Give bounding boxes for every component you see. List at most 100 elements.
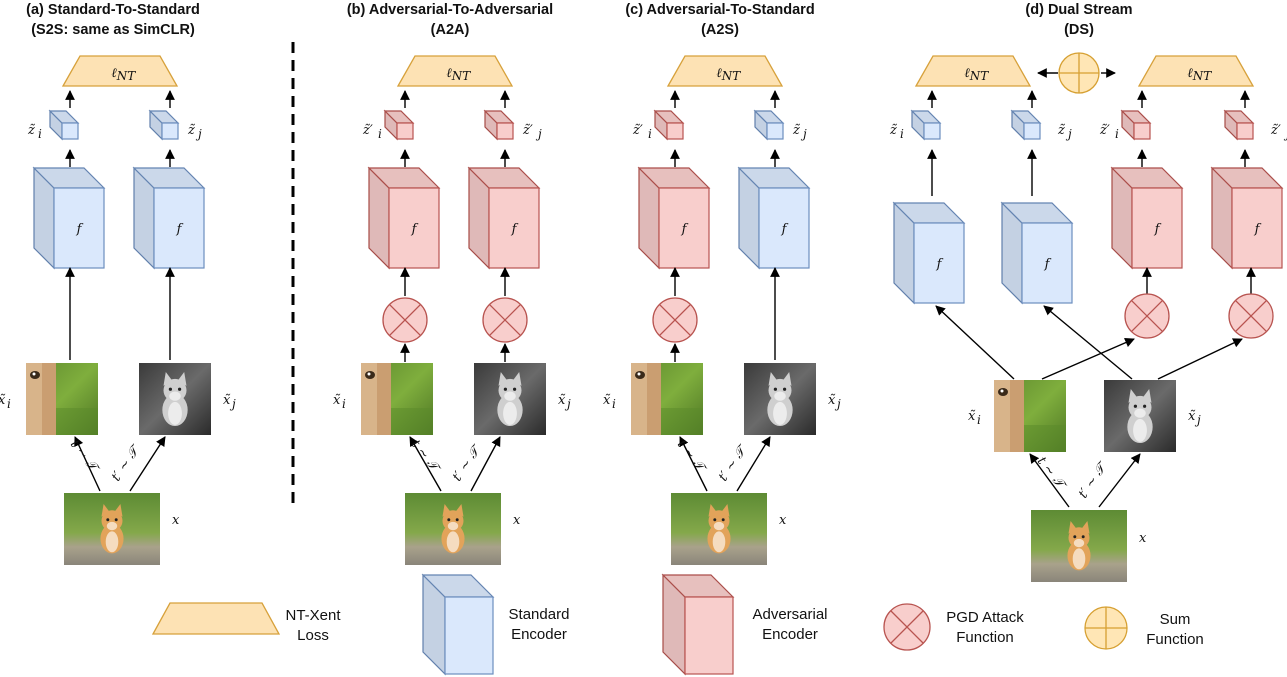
- panel-d-image-xj: [1104, 380, 1176, 452]
- panel-c-pgd-icon-0: [652, 297, 698, 343]
- encoder-f-label: f: [1044, 257, 1052, 272]
- panel-c-zi-label: z̃′i: [632, 123, 652, 141]
- panel-c-arrow-x-xj: [736, 436, 771, 492]
- legend-sum-line1: Sum: [1160, 611, 1191, 628]
- panel-b-zj-label: z̃′j: [522, 123, 542, 141]
- z-symbol: z̃: [27, 123, 35, 138]
- legend-standard-encoder-shape: [421, 573, 495, 676]
- panel-d-zj-label-std: z̃j: [1057, 123, 1072, 141]
- encoder-f-label: f: [1254, 222, 1262, 237]
- t-label: t ∼ 𝒯: [408, 437, 443, 476]
- t-label: t ∼ 𝒯: [67, 437, 102, 476]
- panel-a-xj-label: x̃j: [223, 393, 236, 411]
- encoder-f-label: f: [176, 222, 184, 237]
- t-prime-label: t′ ∼ 𝒯: [1076, 459, 1112, 502]
- z-subscript: j: [800, 127, 807, 141]
- legend-loss-line2: Loss: [297, 627, 329, 644]
- t-label: t ∼ 𝒯: [1034, 454, 1069, 493]
- panel-c-image-x: [671, 493, 767, 565]
- panel-b-x-label: x: [513, 513, 521, 528]
- panel-a-image-xi: [26, 363, 98, 435]
- panel-d-zj-label-adv: z̃′j: [1270, 123, 1287, 141]
- legend-pgd-icon: [883, 603, 931, 651]
- x-symbol: x̃: [1188, 409, 1196, 424]
- panel-a-image-x: [64, 493, 160, 565]
- encoder-f-label: f: [936, 257, 944, 272]
- z-subscript: i: [1115, 127, 1119, 141]
- loss-subscript: NT: [969, 69, 990, 83]
- panel-b-pgd-icon-1: [482, 297, 528, 343]
- legend-loss-line1: NT-Xent: [285, 607, 341, 624]
- legend-pgd-line1: PGD Attack: [946, 609, 1024, 626]
- panel-b-title-line1: (b) Adversarial-To-Adversarial: [347, 2, 553, 18]
- encoder-f-label: f: [1154, 222, 1162, 237]
- panel-b-encoder-i: f: [367, 166, 441, 270]
- loss-symbol: ℓ: [964, 66, 970, 81]
- panel-c-title-line1: (c) Adversarial-To-Standard: [625, 2, 814, 18]
- panel-b-zi-block: [383, 109, 415, 141]
- panel-a-arrow-x-xi: [74, 436, 101, 492]
- panel-d-encoder-adv-i: f: [1110, 166, 1184, 270]
- panel-b-pgd-icon-0: [382, 297, 428, 343]
- panel-d-arrow-xi-pgd: [1041, 338, 1135, 380]
- encoder-f-label: f: [681, 222, 689, 237]
- panel-c-image-xj: [744, 363, 816, 435]
- panel-b-title: (b) Adversarial-To-Adversarial (A2A): [347, 2, 553, 38]
- loss-symbol: ℓ: [446, 66, 452, 81]
- legend-adversarial-encoder-shape: [661, 573, 735, 676]
- panel-a-zj-block: [148, 109, 180, 141]
- panel-d-zi-label-adv: z̃′i: [1099, 123, 1119, 141]
- legend-standard-line2: Encoder: [511, 626, 567, 643]
- panel-d-xi-label: x̃i: [968, 409, 981, 427]
- panel-c-encoder-i: f: [637, 166, 711, 270]
- z-symbol: z̃′: [632, 123, 643, 138]
- t-label: t ∼ 𝒯: [674, 437, 709, 476]
- panel-a-zi-block: [48, 109, 80, 141]
- panel-a-zj-label: z̃j: [187, 123, 202, 141]
- z-subscript: j: [1065, 127, 1072, 141]
- panel-b-xj-label: x̃j: [558, 393, 571, 411]
- panel-d-xj-label: x̃j: [1188, 409, 1201, 427]
- legend-standard-line1: Standard: [509, 606, 570, 623]
- panel-d-arrow-xi-fstd: [935, 305, 1015, 380]
- panel-b-zi-label: z̃′i: [362, 123, 382, 141]
- z-subscript: i: [900, 127, 904, 141]
- panel-d-encoder-adv-j: f: [1210, 166, 1284, 270]
- x-symbol: x̃: [558, 393, 566, 408]
- encoder-f-label: f: [511, 222, 519, 237]
- panel-a-title-line1: (a) Standard-To-Standard: [26, 2, 200, 18]
- x-symbol: x̃: [603, 393, 611, 408]
- t-prime-label: t′ ∼ 𝒯: [716, 442, 752, 485]
- x-subscript: i: [977, 413, 981, 427]
- x-symbol: x̃: [223, 393, 231, 408]
- z-symbol: z̃: [889, 123, 897, 138]
- z-symbol: z̃: [1057, 123, 1065, 138]
- legend-sum-icon: [1084, 606, 1128, 650]
- panel-d-sum-icon: [1058, 52, 1100, 94]
- panel-d-title-line1: (d) Dual Stream: [1025, 2, 1132, 18]
- legend-sum-line2: Function: [1146, 631, 1204, 648]
- z-symbol: z̃: [187, 123, 195, 138]
- x-symbol: x̃: [968, 409, 976, 424]
- panel-a-image-xj: [139, 363, 211, 435]
- panel-a-zi-label: z̃i: [27, 123, 42, 141]
- loss-subscript: NT: [721, 69, 742, 83]
- panel-c-x-label: x: [779, 513, 787, 528]
- t-prime-label: t′ ∼ 𝒯: [450, 442, 486, 485]
- panel-d-zi-label-std: z̃i: [889, 123, 904, 141]
- panel-c-zj-label: z̃j: [792, 123, 807, 141]
- legend-loss-shape: [151, 602, 281, 635]
- legend-pgd-line2: Function: [956, 629, 1014, 646]
- panel-d-pgd-icon-i: [1124, 293, 1170, 339]
- panel-c-xj-label: x̃j: [828, 393, 841, 411]
